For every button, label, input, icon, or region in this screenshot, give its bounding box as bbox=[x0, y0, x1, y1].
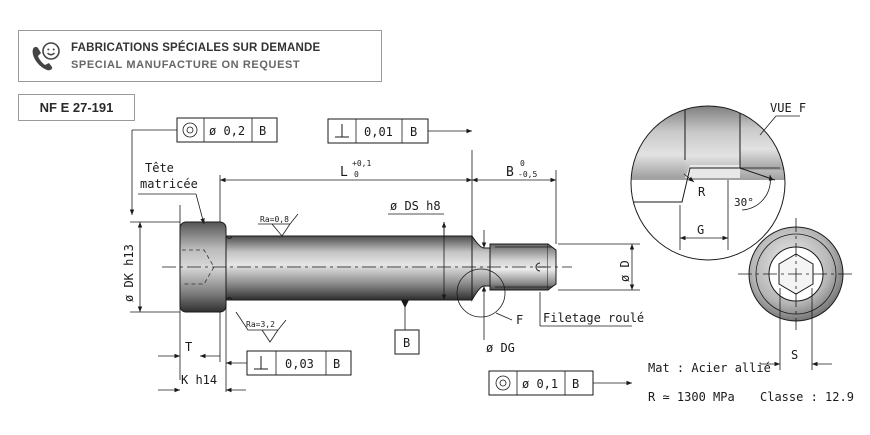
gdt-perp-bottom-value: 0,03 bbox=[285, 357, 314, 371]
dim-b-lower-tol: -0,5 bbox=[518, 170, 537, 179]
dim-dk-label: ø DK h13 bbox=[122, 244, 136, 302]
head-label-line2: matricée bbox=[140, 177, 198, 191]
gdt-perp-top-value: 0,01 bbox=[364, 125, 393, 139]
dim-ds-label: ø DS h8 bbox=[390, 199, 441, 213]
roughness-ra08: Ra=0,8 bbox=[260, 215, 289, 224]
gdt-perpendicularity-bottom: 0,03 B bbox=[226, 350, 352, 376]
detail-f-circle bbox=[456, 268, 506, 318]
hex-socket-hidden-line bbox=[182, 249, 215, 285]
vue-f-label: VUE F bbox=[770, 101, 806, 115]
dim-t-label: T bbox=[185, 340, 192, 354]
gdt-concentricity-bottom: ø 0,1 B bbox=[488, 370, 632, 396]
banner-line-fr: FABRICATIONS SPÉCIALES SUR DEMANDE bbox=[71, 42, 321, 54]
gdt-conc-bottom-value: ø 0,1 bbox=[522, 377, 558, 391]
dim-l-lower-tol: 0 bbox=[354, 170, 359, 179]
zoom-angle-label: 30° bbox=[734, 196, 754, 209]
dim-k-label: K h14 bbox=[181, 373, 217, 387]
gdt-conc-bottom-datum: B bbox=[572, 377, 579, 391]
class-label: Classe : 12.9 bbox=[760, 390, 854, 404]
datum-b-label: B bbox=[403, 336, 410, 350]
datum-b-box bbox=[394, 329, 420, 355]
gdt-perpendicularity-top: 0,01 B bbox=[327, 118, 472, 144]
dim-l-upper-tol: +0,1 bbox=[352, 159, 371, 168]
zoom-r-label: R bbox=[698, 185, 706, 199]
gdt-perp-bottom-datum: B bbox=[333, 357, 340, 371]
phone-smile-icon bbox=[32, 42, 60, 71]
material-label: Mat : Acier allié bbox=[648, 361, 771, 375]
dim-d-label: ø D bbox=[618, 260, 632, 282]
dim-s-label: S bbox=[791, 348, 798, 362]
zoom-g-label: G bbox=[697, 223, 704, 237]
roughness-ra32: Ra=3,2 bbox=[246, 320, 275, 329]
gdt-conc-top-value: ø 0,2 bbox=[209, 124, 245, 138]
detail-view-f: R G 30° VUE F bbox=[630, 101, 806, 261]
bolt-side-view bbox=[162, 221, 572, 313]
banner-line-en: SPECIAL MANUFACTURE ON REQUEST bbox=[71, 59, 301, 71]
dim-l-label: L bbox=[340, 165, 348, 180]
dim-dg-label: ø DG bbox=[486, 341, 515, 355]
thread-label: Filetage roulé bbox=[543, 311, 644, 325]
special-manufacture-banner: FABRICATIONS SPÉCIALES SUR DEMANDE SPECI… bbox=[18, 30, 382, 82]
dim-b-upper-tol: 0 bbox=[520, 159, 525, 168]
gdt-conc-top-datum: B bbox=[259, 124, 266, 138]
standard-label: NF E 27-191 bbox=[18, 94, 135, 121]
end-view: S bbox=[738, 218, 854, 370]
dim-b-label: B bbox=[506, 165, 514, 180]
groove bbox=[471, 234, 491, 302]
tensile-strength-label: R ≃ 1300 MPa bbox=[648, 390, 735, 404]
head-label-line1: Tête bbox=[145, 161, 174, 175]
detail-f-label: F bbox=[516, 313, 523, 327]
gdt-concentricity-top: ø 0,2 B bbox=[129, 117, 278, 215]
gdt-perp-top-datum: B bbox=[410, 125, 417, 139]
bolt-shank bbox=[225, 235, 473, 301]
